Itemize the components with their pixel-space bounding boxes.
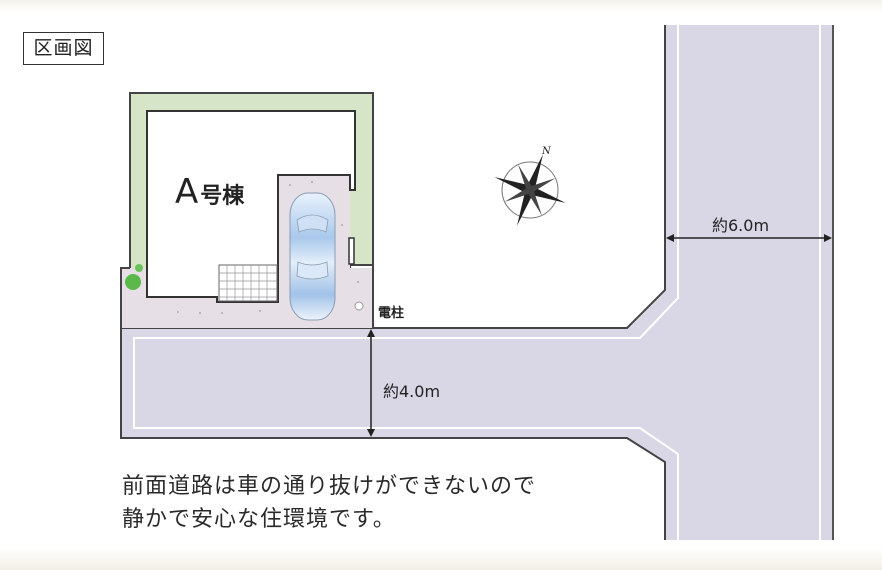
patio-tiles [218,264,278,302]
caption: 前面道路は車の通り抜けができないので 静かで安心な住環境です。 [122,470,536,536]
caption-line-1: 前面道路は車の通り抜けができないので [122,474,537,499]
building-label: A号棟 [175,172,244,212]
caption-line-2: 静かで安心な住環境です。 [122,507,396,532]
compass-rose-icon: N [494,146,566,226]
car-icon [289,192,336,321]
building-suffix: 号棟 [200,184,245,209]
tree-icon [125,264,143,290]
vertical-road-width-label: 約6.0m [712,216,770,235]
page-title: 区画図 [23,32,104,65]
road-network [120,25,834,540]
svg-text:N: N [541,146,552,157]
utility-pole-label: 電柱 [378,306,405,321]
front-road-width-label: 約4.0m [383,382,441,401]
dimension-arrow-6m [666,234,832,242]
dimension-arrow-4m [367,329,375,437]
building-name: A [175,172,199,212]
utility-pole-icon [354,301,364,311]
